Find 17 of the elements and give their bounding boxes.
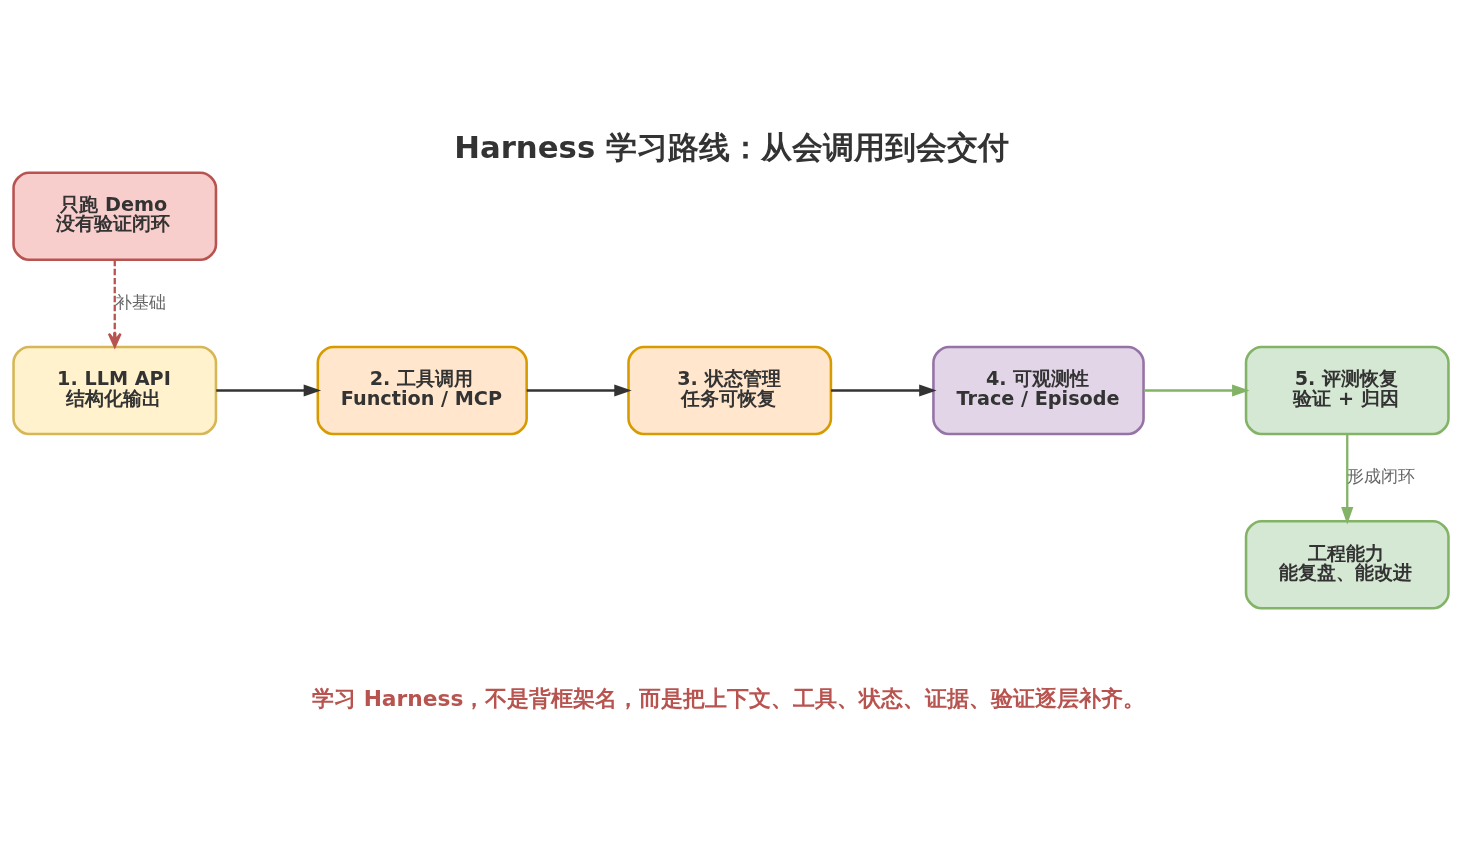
arrow (1144, 383, 1250, 397)
node-box: 工程能力 能复盘、能改进 (1244, 519, 1450, 610)
caption: 学习 Harness，不是背框架名，而是把上下文、工具、状态、证据、验证逐层补齐。 (312, 685, 1146, 711)
node-box: 只跑 Demo 没有验证闭环 (12, 170, 218, 261)
node-box: 4. 可观测性 Trace / Episode (932, 345, 1145, 435)
arrow (526, 383, 632, 397)
edge-label: 补基础 (114, 292, 166, 312)
arrow (831, 383, 937, 397)
node-box: 5. 评测恢复 验证 + 归因 (1244, 345, 1450, 435)
node-box: 3. 状态管理 任务可恢复 (627, 345, 833, 435)
diagram-title: Harness 学习路线：从会调用到会交付 (454, 128, 1009, 165)
edge-label: 形成闭环 (1347, 466, 1416, 486)
node-box: 1. LLM API 结构化输出 (12, 345, 218, 435)
arrow (107, 259, 122, 348)
arrow (1341, 433, 1354, 524)
arrow (216, 383, 322, 397)
node-box: 2. 工具调用 Function / MCP (316, 345, 528, 435)
